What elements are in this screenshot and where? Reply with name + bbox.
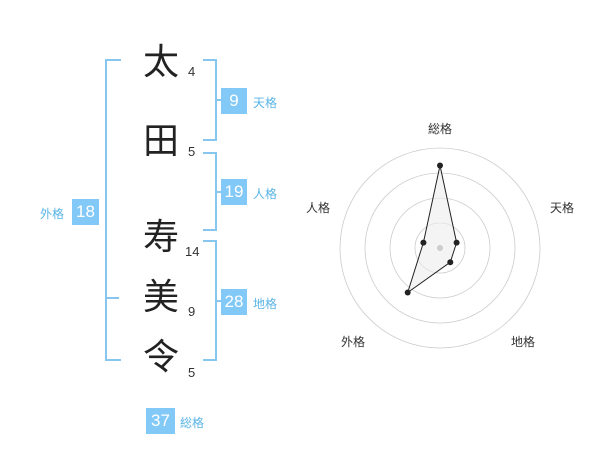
chikaku-bracket (203, 240, 217, 361)
radar-axis-label-gaikaku: 外格 (341, 334, 365, 349)
stroke-count-4: 9 (188, 304, 196, 319)
tenkaku-badge: 9 (221, 88, 247, 114)
gaikaku-label: 外格 (40, 207, 65, 221)
jinkaku-bracket (203, 152, 217, 231)
jinkaku-badge: 19 (221, 179, 247, 205)
tenkaku-label: 天格 (253, 96, 278, 110)
radar-axis-label-tenkaku: 天格 (550, 200, 574, 215)
soukaku-label: 総格 (180, 416, 205, 430)
radar-point-5 (420, 239, 427, 246)
gaikaku-bracket-split (105, 297, 119, 299)
stroke-count-2: 5 (188, 144, 196, 159)
stroke-count-3: 14 (185, 244, 200, 259)
chikaku-badge: 28 (221, 289, 247, 315)
name-char-1: 太 (142, 42, 179, 83)
radar-ring-4 (339, 147, 541, 349)
stroke-count-1: 4 (188, 64, 196, 79)
name-char-2: 田 (142, 121, 179, 162)
radar-center-dot (437, 245, 443, 251)
chikaku-label: 地格 (253, 297, 278, 311)
radar-axis-label-chikaku: 地格 (511, 334, 535, 349)
radar-axis-label-jinkaku: 人格 (306, 200, 330, 215)
gaikaku-bracket (105, 59, 121, 361)
gaikaku-badge: 18 (72, 199, 99, 225)
name-char-5: 令 (142, 337, 179, 378)
radar-point-4 (404, 289, 411, 296)
soukaku-badge: 37 (146, 408, 175, 434)
radar-point-1 (437, 162, 443, 169)
stroke-count-5: 5 (188, 365, 196, 380)
tenkaku-bracket (203, 59, 217, 141)
radar-point-3 (447, 259, 454, 266)
radar-points (404, 162, 460, 296)
radar-data-polygon (406, 165, 458, 294)
jinkaku-label: 人格 (253, 187, 278, 201)
name-char-3: 寿 (142, 217, 179, 258)
radar-point-2 (453, 239, 460, 246)
name-char-4: 美 (142, 277, 179, 318)
radar-chart: 総格 天格 地格 外格 人格 (306, 121, 574, 349)
radar-axis-label-soukaku: 総格 (428, 121, 452, 136)
